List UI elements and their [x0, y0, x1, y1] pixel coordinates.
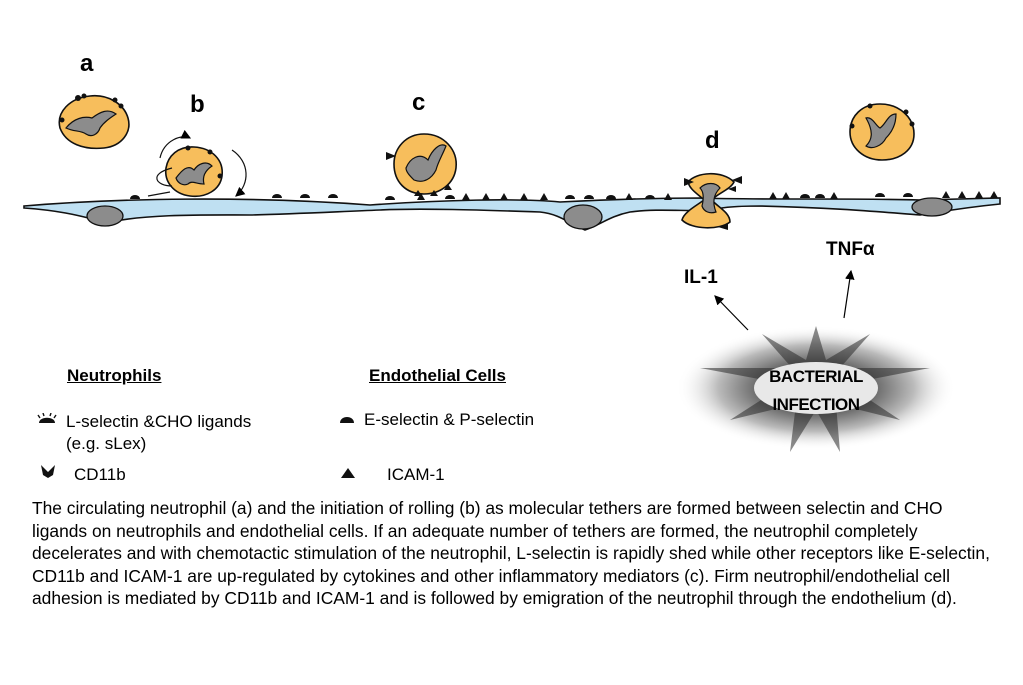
- legend-cd11b: CD11b: [74, 465, 126, 484]
- tnf-alpha-label: TNFα: [826, 239, 875, 260]
- infection-line-2: INFECTION: [772, 395, 859, 414]
- figure-caption: The circulating neutrophil (a) and the i…: [32, 498, 990, 608]
- legend-heading-endothelial: Endothelial Cells: [369, 366, 506, 385]
- legend-icam-1: ICAM-1: [387, 465, 445, 484]
- stage-label-d: d: [705, 127, 720, 154]
- e-p-selectin-markers: [130, 193, 913, 200]
- bacterial-infection-burst: BACTERIAL INFECTION: [676, 326, 956, 452]
- legend-l-selectin-line-1: L-selectin &CHO ligands: [66, 412, 252, 431]
- icam-1-symbol: [341, 468, 355, 478]
- stage-label-b: b: [190, 91, 205, 118]
- neutrophil-a: [58, 93, 130, 150]
- endothelial-nucleus: [563, 204, 603, 230]
- legend-heading-neutrophils: Neutrophils: [67, 366, 162, 385]
- icam-1-markers: [417, 191, 998, 200]
- neutrophil-circulating: [849, 103, 915, 161]
- cd11b-symbol: [41, 465, 55, 478]
- legend-e-p-selectin: E-selectin & P-selectin: [364, 410, 535, 429]
- l-selectin-symbol: [37, 413, 57, 423]
- il-1-arrow: [714, 295, 749, 331]
- infection-line-1: BACTERIAL: [769, 367, 863, 386]
- neutrophil-d: [681, 172, 742, 230]
- e-p-selectin-symbol: [340, 417, 354, 423]
- endothelial-nucleus: [86, 205, 124, 227]
- endothelium: [23, 191, 1001, 231]
- il-1-label: IL-1: [684, 267, 718, 288]
- tnf-arrow: [843, 269, 855, 319]
- neutrophil-c: [386, 133, 457, 196]
- stage-label-a: a: [80, 50, 94, 77]
- endothelial-nucleus: [911, 197, 953, 217]
- stage-label-c: c: [412, 89, 425, 116]
- neutrophil-b: [147, 129, 247, 198]
- legend-l-selectin-line-2: (e.g. sLex): [66, 434, 147, 453]
